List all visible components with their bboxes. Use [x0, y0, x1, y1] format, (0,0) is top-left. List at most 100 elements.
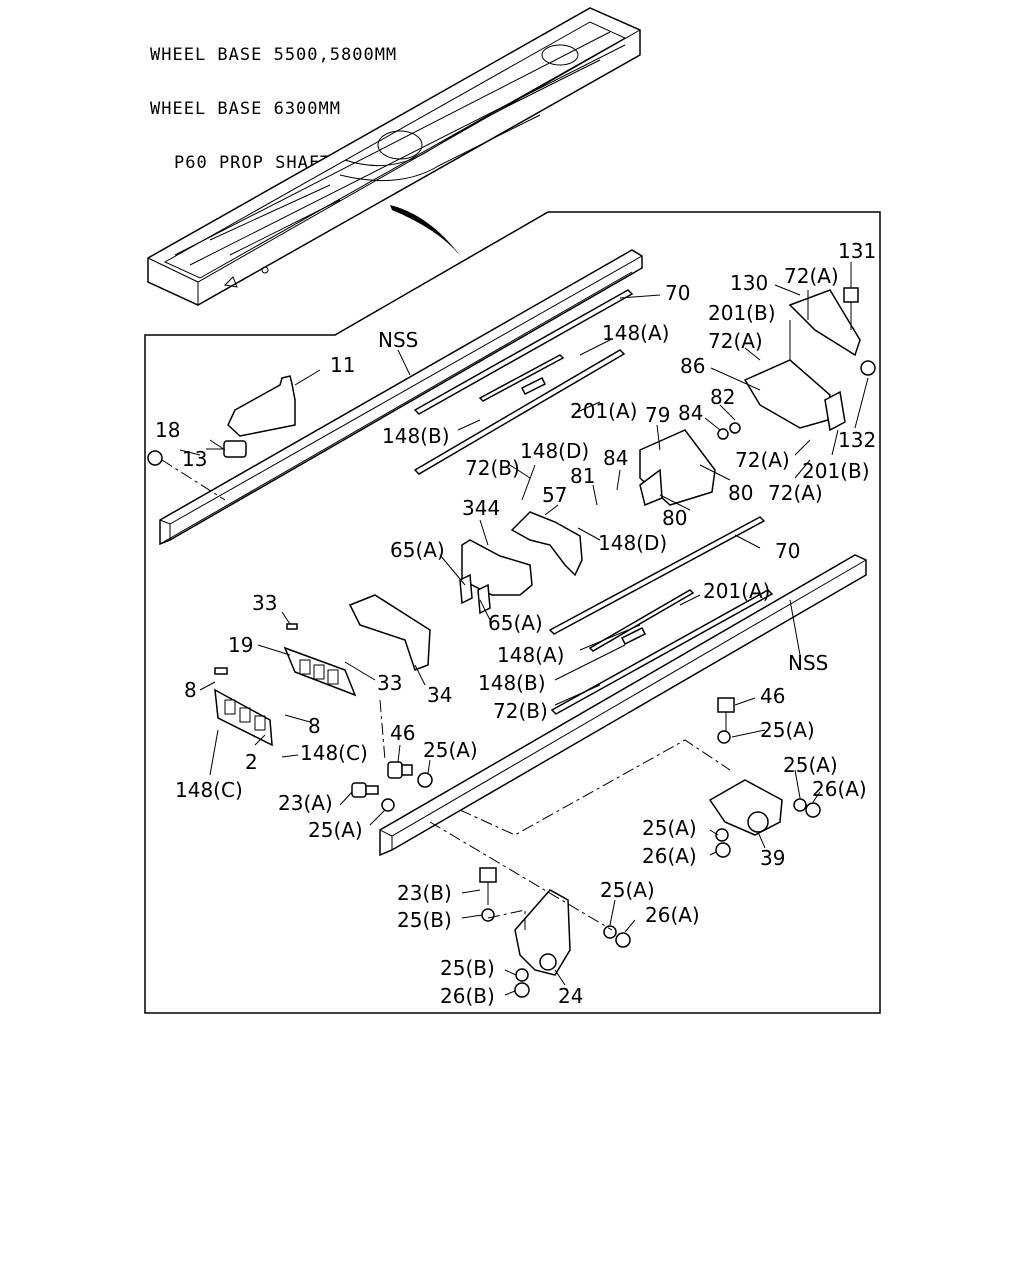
bolt-13: [206, 440, 247, 458]
rail-nss-upper: [159, 249, 643, 546]
label-201a: 201(A): [570, 399, 637, 423]
bracket-80: [639, 468, 663, 507]
spacer-33: [286, 623, 298, 630]
label-84: 84: [603, 446, 628, 470]
nut-26b: [514, 982, 530, 998]
label-25b: 25(B): [440, 956, 495, 980]
header-line-2: WHEEL BASE 6300MM: [150, 99, 341, 119]
overview-frame-drawing: [147, 7, 641, 306]
label-39: 39: [760, 846, 785, 870]
label-46: 46: [390, 721, 415, 745]
label-148b: 148(B): [382, 424, 450, 448]
label-72a: 72(A): [784, 264, 839, 288]
label-201b: 201(B): [802, 459, 870, 483]
leader-lines: [179, 262, 869, 996]
washer-25a-left: [417, 772, 433, 788]
label-25b: 25(B): [397, 908, 452, 932]
label-72a: 72(A): [708, 329, 763, 353]
crossmember-57: [510, 511, 583, 577]
label-25a: 25(A): [760, 718, 815, 742]
washer-82: [729, 422, 741, 434]
label-81: 81: [570, 464, 595, 488]
label-33: 33: [252, 591, 277, 615]
bracket-11: [227, 375, 296, 437]
crossmember-86: [743, 359, 831, 429]
reinforcement-strips: [413, 289, 774, 715]
spring-hanger-24: [479, 867, 571, 976]
label-72b: 72(B): [493, 699, 548, 723]
nut-132: [860, 360, 876, 376]
crossmember-19: [283, 646, 357, 697]
washer-25b: [481, 908, 495, 922]
label-23a: 23(A): [278, 791, 333, 815]
label-86: 86: [680, 354, 705, 378]
label-25a: 25(A): [308, 818, 363, 842]
label-70: 70: [665, 281, 690, 305]
bolt-46-left: [387, 761, 413, 779]
label-84: 84: [678, 401, 703, 425]
label-19: 19: [228, 633, 253, 657]
label-nss: NSS: [788, 651, 828, 675]
label-26b: 26(B): [440, 984, 495, 1008]
label-132: 132: [838, 428, 876, 452]
washer-25a-lower: [381, 798, 395, 812]
label-46: 46: [760, 684, 785, 708]
label-34: 34: [427, 683, 452, 707]
label-148c: 148(C): [300, 741, 368, 765]
label-148d: 148(D): [598, 531, 667, 555]
label-201a: 201(A): [703, 579, 770, 603]
detail-pointer: [390, 205, 462, 258]
label-25a: 25(A): [642, 816, 697, 840]
label-131: 131: [838, 239, 876, 263]
label-8: 8: [308, 714, 321, 738]
label-2: 2: [245, 750, 258, 774]
label-23b: 23(B): [397, 881, 452, 905]
label-80: 80: [728, 481, 753, 505]
washer-84: [717, 428, 729, 440]
header-line-1: WHEEL BASE 5500,5800MM: [150, 45, 398, 65]
nut-26a-24: [615, 932, 631, 948]
callout-labels: 131 130 72(A) 201(B) 72(A) 70 148(A) 86 …: [155, 239, 876, 1008]
label-26a: 26(A): [645, 903, 700, 927]
spacer-8a: [214, 667, 228, 675]
label-26a: 26(A): [642, 844, 697, 868]
label-148a: 148(A): [602, 321, 669, 345]
label-72b: 72(B): [465, 456, 520, 480]
label-13: 13: [182, 447, 207, 471]
nut-18: [147, 450, 163, 466]
label-25a: 25(A): [600, 878, 655, 902]
label-80: 80: [662, 506, 687, 530]
washer-25a-39c: [715, 828, 729, 842]
label-201b: 201(B): [708, 301, 776, 325]
label-130: 130: [730, 271, 768, 295]
crossmember-2: [214, 688, 273, 747]
label-11: 11: [330, 353, 355, 377]
label-70: 70: [775, 539, 800, 563]
label-25a: 25(A): [423, 738, 478, 762]
label-24: 24: [558, 984, 583, 1008]
label-65a: 65(A): [488, 611, 543, 635]
nut-26a-39b: [715, 842, 731, 858]
washer-25b-24: [515, 968, 529, 982]
crossmember-34: [348, 594, 431, 671]
rail-nss-lower: [379, 554, 867, 857]
diagram-header: WHEEL BASE 5500,5800MM WHEEL BASE 6300MM…: [150, 10, 397, 208]
label-65a: 65(A): [390, 538, 445, 562]
label-nss: NSS: [378, 328, 418, 352]
label-148a: 148(A): [497, 643, 564, 667]
washer-25a-39b: [793, 798, 807, 812]
label-79: 79: [645, 403, 670, 427]
label-344: 344: [462, 496, 500, 520]
bolt-23a: [351, 782, 379, 798]
label-57: 57: [542, 483, 567, 507]
label-25a: 25(A): [783, 753, 838, 777]
mounting-center-lines: [161, 459, 731, 931]
label-72a: 72(A): [735, 448, 790, 472]
washer-25a-39: [717, 730, 731, 744]
label-82: 82: [710, 385, 735, 409]
label-8: 8: [184, 678, 197, 702]
label-72a: 72(A): [768, 481, 823, 505]
label-26a: 26(A): [812, 777, 867, 801]
bracket-201b: [824, 390, 846, 432]
